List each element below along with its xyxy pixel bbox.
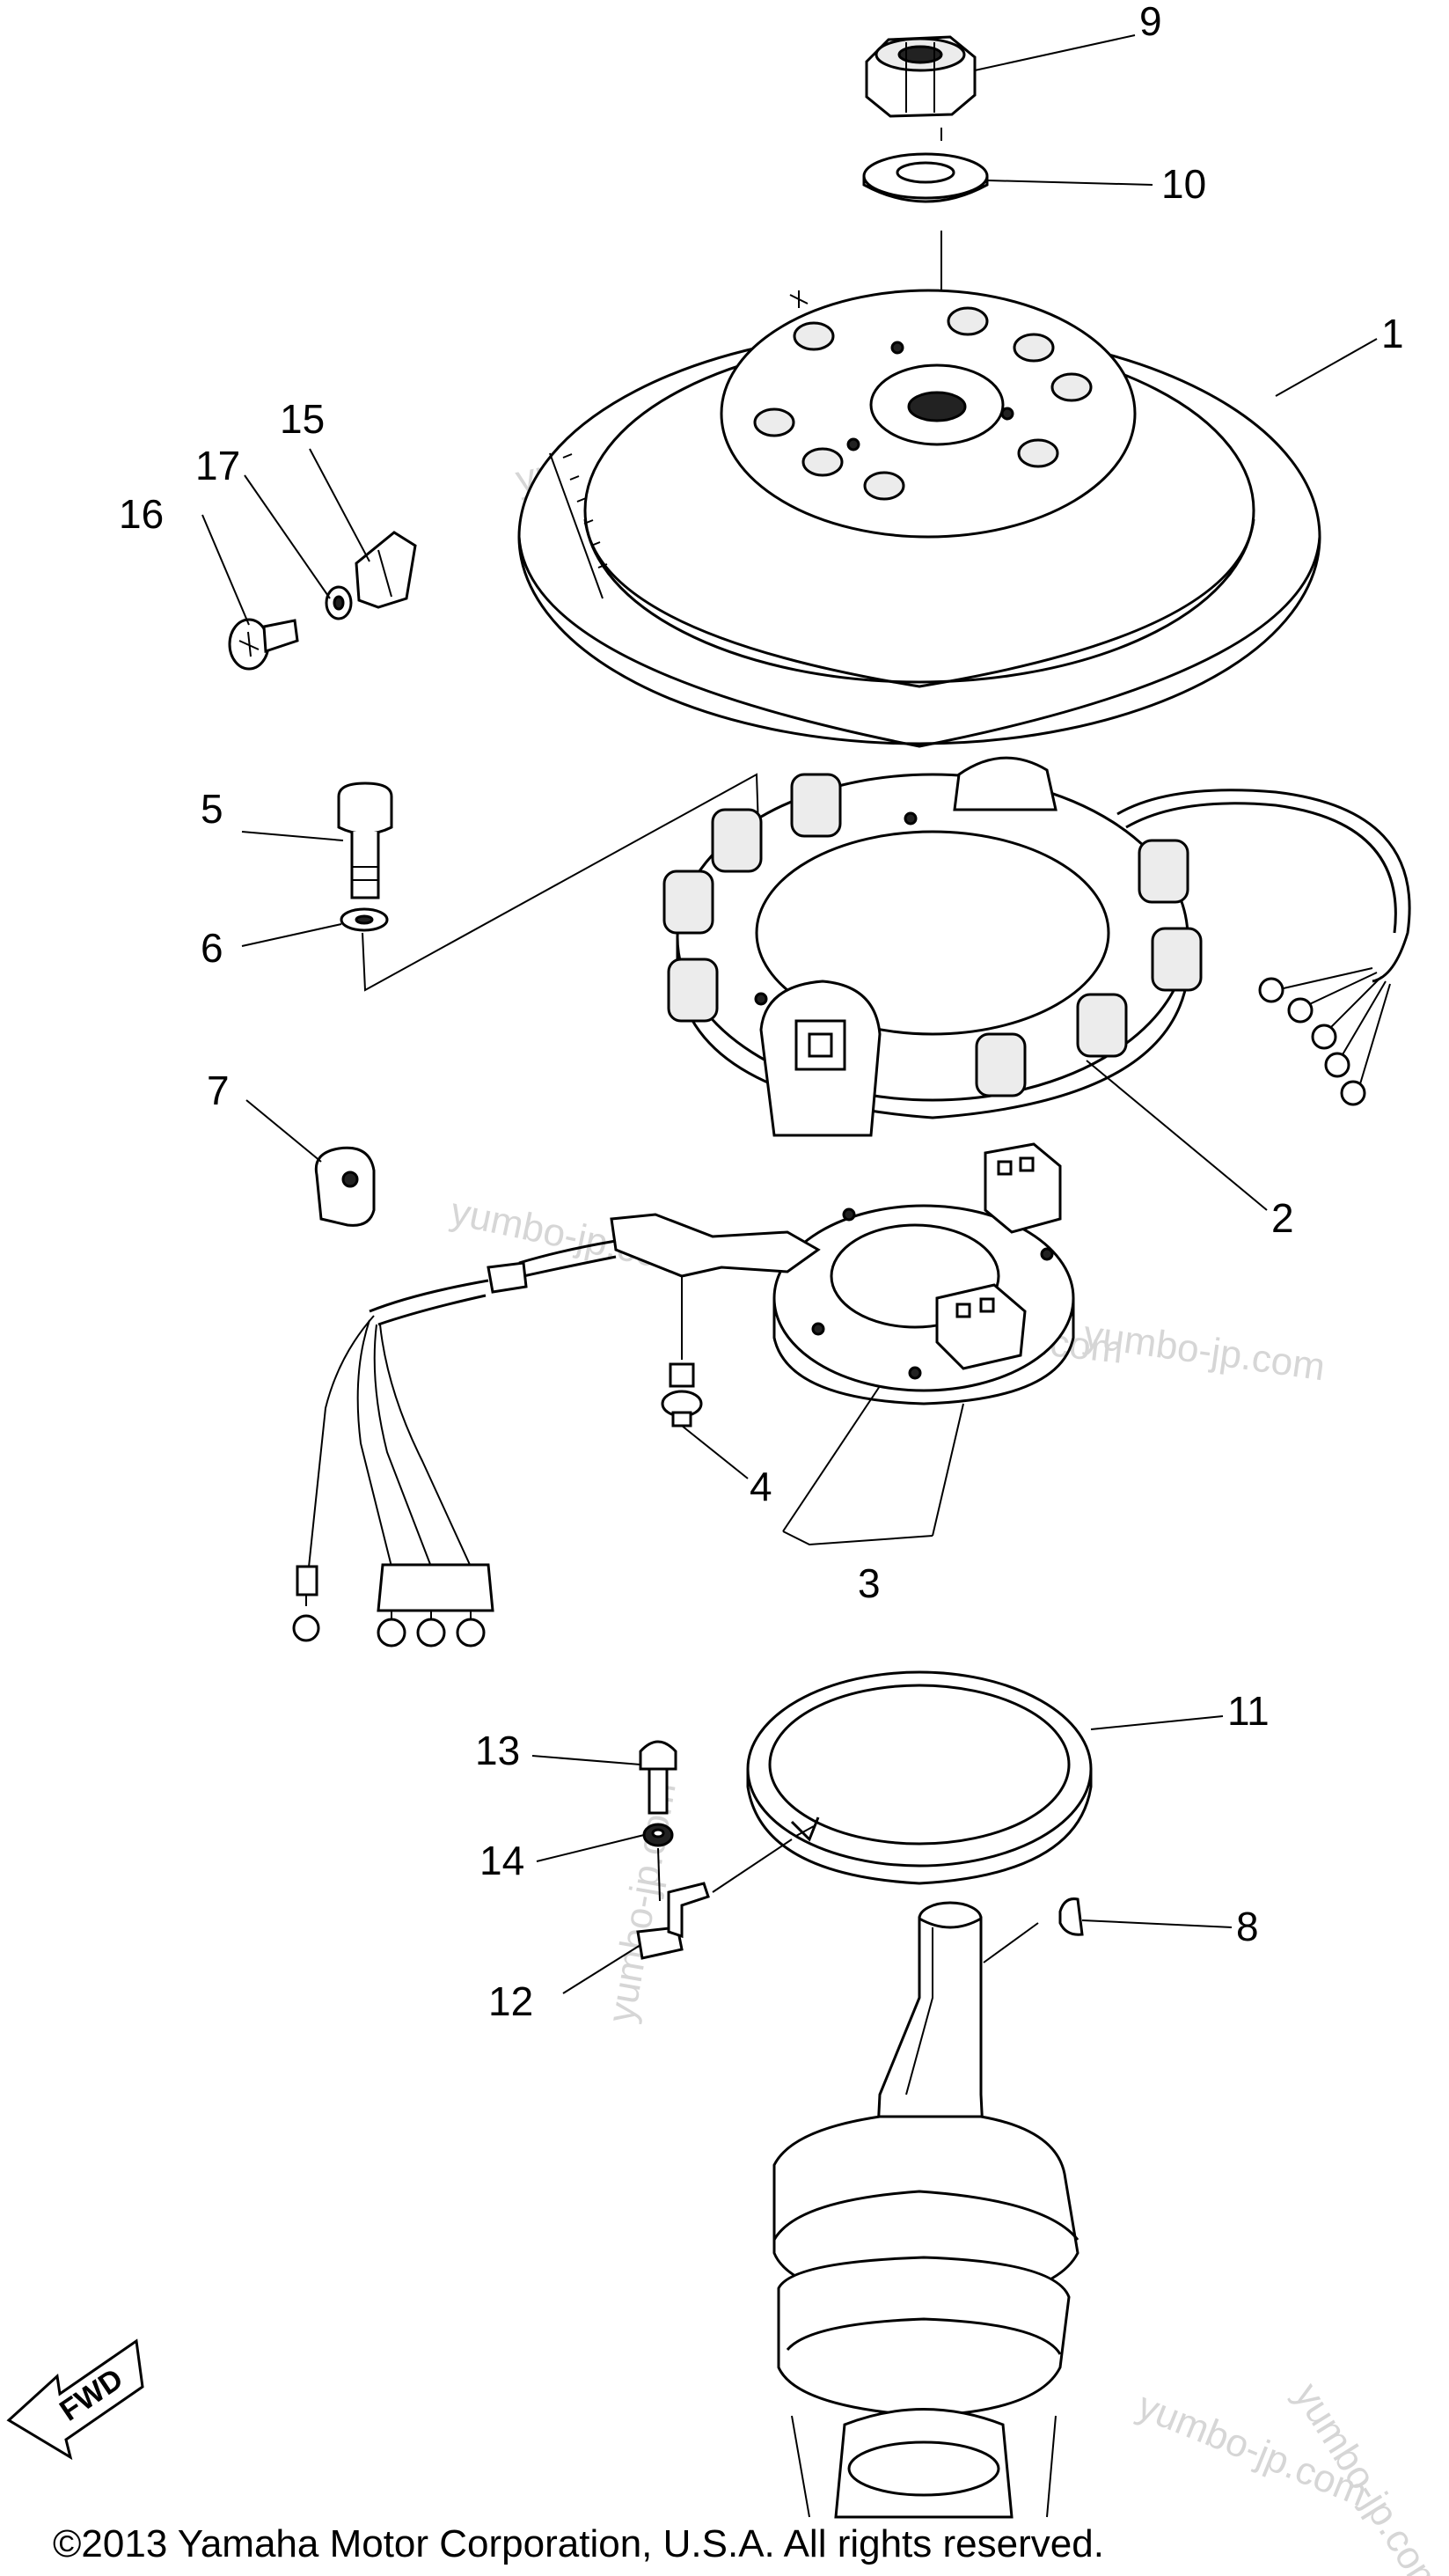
callout-label: 10 [1161,161,1206,207]
part-bracket [314,1146,376,1227]
callout-label: 1 [1381,311,1404,356]
part-small-screw [639,1740,677,1815]
callout-label: 4 [750,1464,772,1509]
part-stator [662,756,1411,1137]
callouts: 1 2 3 4 5 6 7 8 9 10 11 12 13 14 15 16 1… [119,0,1404,2024]
callout-label: 15 [280,396,325,442]
callout-label: 7 [207,1068,230,1113]
leader-lines [201,34,1378,1994]
callout-label: 17 [195,443,240,488]
callout-label: 12 [488,1978,533,2024]
callout-label: 6 [201,925,223,971]
part-clip [636,1825,815,1960]
callout-label: 2 [1271,1195,1294,1241]
callout-label: 8 [1236,1904,1259,1949]
part-base-plate [610,1142,1075,1405]
part-wire-harness [292,1239,617,1648]
part-washer [862,152,989,203]
callout-label: 3 [858,1560,881,1606]
part-screw [228,618,299,671]
part-plate-screw [661,1276,703,1427]
part-lock-washer [642,1823,674,1847]
callout-label: 9 [1139,0,1162,44]
fwd-direction-badge: FWD [6,2338,144,2461]
callout-label: 5 [201,786,223,832]
part-small-washer [325,585,353,620]
callout-label: 11 [1227,1688,1270,1734]
part-flywheel [517,289,1321,748]
callout-label: 13 [475,1728,520,1773]
callout-label: 16 [119,491,164,537]
callout-label: 14 [479,1838,524,1883]
part-key [1058,1897,1084,1936]
part-crankshaft [772,1901,1079,2519]
part-bolt [337,782,393,899]
part-bolt-washer [340,907,389,932]
copyright-notice: ©2013 Yamaha Motor Corporation, U.S.A. A… [53,2522,1104,2565]
part-nut [865,35,977,118]
part-clamp [355,531,417,609]
part-ring [746,1670,1093,1885]
